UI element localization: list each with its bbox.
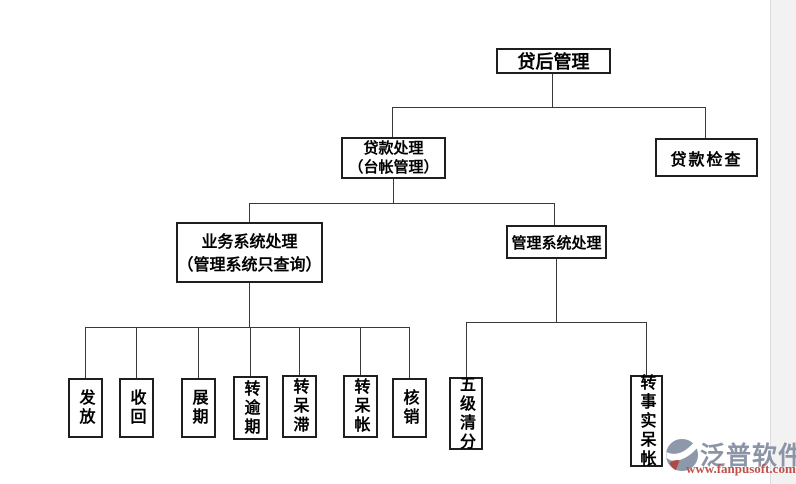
leaf-label: 转事实呆帐 — [637, 373, 657, 469]
leaf-label: 核销 — [400, 389, 420, 427]
connector-line — [392, 107, 393, 137]
leaf-node: 转呆滞 — [282, 375, 317, 438]
connector-line — [466, 322, 647, 323]
connector-line — [466, 322, 467, 377]
right-gutter — [770, 0, 796, 484]
leaf-label: 五级清分 — [457, 375, 476, 452]
connector-line — [556, 259, 557, 322]
connector-line — [249, 203, 250, 222]
watermark-url-text: www.fanpusoft.com — [686, 461, 796, 476]
connector-line — [250, 327, 251, 376]
node-business-system-processing: 业务系统处理 （管理系统只查询） — [176, 222, 323, 283]
leaf-label: 收回 — [127, 389, 147, 427]
connector-line — [85, 327, 86, 378]
connector-line — [392, 107, 706, 108]
node-loan-check: 贷款检查 — [655, 138, 758, 177]
leaf-node: 转呆帐 — [343, 375, 378, 438]
node-label: 贷款检查 — [670, 149, 743, 169]
node-post-loan-management: 贷后管理 — [496, 48, 611, 74]
leaf-node: 转逾期 — [233, 376, 268, 440]
leaf-node: 展期 — [181, 378, 216, 438]
connector-line — [198, 327, 199, 378]
connector-line — [85, 327, 410, 328]
node-loan-processing: 贷款处理 （台帐管理） — [341, 137, 446, 179]
node-management-system-processing: 管理系统处理 — [506, 225, 607, 259]
leaf-label: 发放 — [76, 389, 96, 427]
fanpu-logo-icon — [665, 438, 699, 472]
connector-line — [554, 203, 555, 225]
leaf-label: 转呆帐 — [351, 378, 371, 435]
connector-line — [393, 179, 394, 203]
node-label: 管理系统处理 — [511, 233, 602, 252]
connector-line — [249, 203, 555, 204]
node-label: 业务系统处理 — [201, 231, 298, 251]
node-sublabel: （管理系统只查询） — [177, 254, 322, 274]
leaf-node: 收回 — [119, 378, 154, 438]
connector-line — [705, 107, 706, 138]
connector-line — [249, 283, 250, 327]
leaf-label: 展期 — [189, 389, 209, 427]
connector-line — [646, 322, 647, 375]
connector-line — [552, 74, 553, 107]
leaf-label: 转逾期 — [241, 379, 261, 437]
node-sublabel: （台帐管理） — [348, 158, 439, 176]
connector-line — [360, 327, 361, 375]
leaf-node: 转事实呆帐 — [630, 373, 663, 469]
node-label: 贷后管理 — [517, 52, 590, 73]
leaf-node: 五级清分 — [449, 375, 483, 452]
connector-line — [136, 327, 137, 378]
leaf-label: 转呆滞 — [290, 378, 310, 435]
connector-line — [299, 327, 300, 375]
watermark-brand-text: 泛普软件 — [700, 441, 796, 470]
connector-line — [409, 327, 410, 378]
node-label: 贷款处理 — [363, 139, 424, 157]
leaf-node: 核销 — [392, 378, 427, 438]
leaf-node: 发放 — [68, 378, 103, 438]
